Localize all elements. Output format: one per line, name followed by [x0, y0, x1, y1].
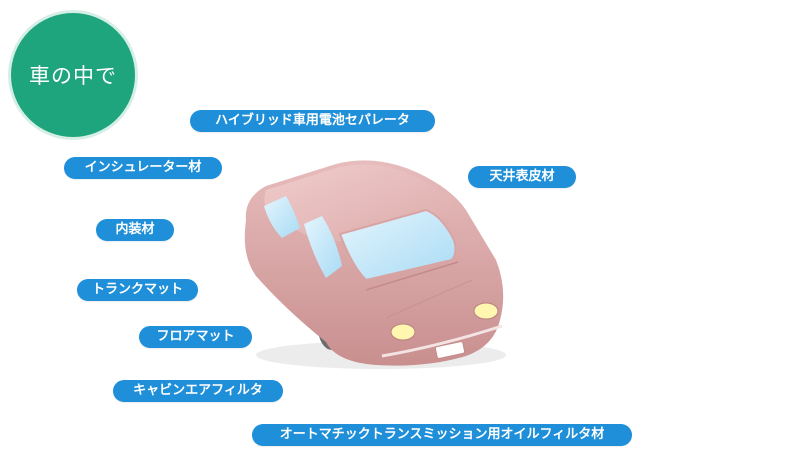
side-window-front — [304, 216, 342, 278]
car-illustration — [244, 160, 506, 369]
side-window-rear — [264, 196, 300, 238]
windshield — [338, 208, 457, 282]
label-insulator: インシュレーター材 — [64, 157, 222, 179]
headlight-left — [390, 323, 416, 341]
section-badge: 車の中で — [8, 10, 138, 140]
label-trunk-mat: トランクマット — [77, 279, 198, 301]
label-battery-separator: ハイブリッド車用電池セパレータ — [190, 110, 435, 132]
section-badge-label: 車の中で — [29, 64, 117, 88]
label-floor-mat: フロアマット — [139, 326, 252, 348]
label-cabin-filter: キャビンエアフィルタ — [113, 380, 283, 402]
front-bumper — [381, 324, 503, 358]
label-interior: 内装材 — [96, 219, 174, 241]
headlight-right — [473, 302, 499, 320]
license-plate — [434, 341, 466, 359]
label-transmission-oil-filter: オートマチックトランスミッション用オイルフィルタ材 — [252, 424, 632, 446]
label-headliner: 天井表皮材 — [468, 166, 576, 188]
